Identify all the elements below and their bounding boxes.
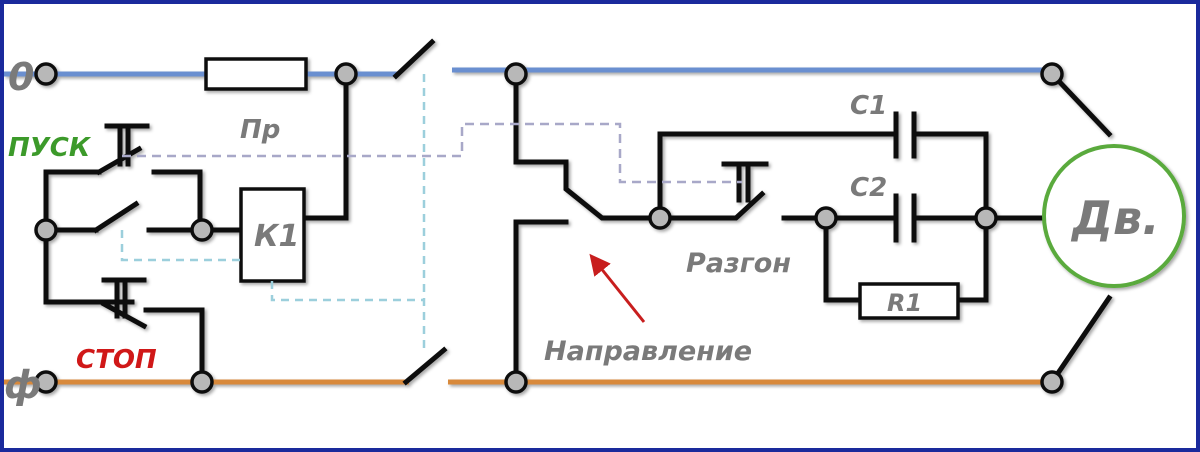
capacitor-c1-symbol bbox=[893, 111, 917, 159]
label-c1: С1 bbox=[850, 91, 887, 121]
node-zero-terminal bbox=[34, 62, 58, 86]
boost-top-wire bbox=[657, 131, 897, 221]
node-motor-bottom bbox=[1040, 370, 1064, 394]
wiring-diagram: 0 ф Пр ПУСК СТОП К1 Направление Разгон С… bbox=[4, 38, 1186, 407]
label-phase: ф bbox=[4, 363, 42, 407]
hold-contact-blade bbox=[92, 200, 140, 234]
label-start: ПУСК bbox=[8, 133, 92, 163]
node-neutral-right bbox=[504, 62, 528, 86]
start-link-dashed bbox=[122, 122, 742, 184]
boost-button-wire bbox=[657, 190, 766, 221]
c1-right-wire bbox=[913, 131, 989, 221]
stop-return-wire bbox=[143, 307, 205, 385]
start-button-symbol bbox=[104, 123, 150, 167]
motor-lead-top bbox=[1048, 70, 1113, 138]
label-zero: 0 bbox=[8, 55, 34, 99]
relay-link-dashed bbox=[120, 230, 241, 262]
direction-arrow bbox=[589, 253, 646, 323]
label-r1: R1 bbox=[887, 289, 922, 317]
direction-switch-lower bbox=[513, 219, 569, 385]
node-relay-in bbox=[190, 218, 214, 242]
node-cap-junction bbox=[974, 206, 998, 230]
motor-symbol bbox=[1042, 144, 1186, 288]
node-stop-return bbox=[190, 370, 214, 394]
stop-button-symbol bbox=[101, 277, 147, 319]
node-phase-right bbox=[504, 370, 528, 394]
relay-feed-wire bbox=[301, 71, 349, 221]
label-stop: СТОП bbox=[76, 345, 157, 375]
node-left-rail bbox=[34, 218, 58, 242]
label-boost: Разгон bbox=[686, 248, 791, 279]
node-motor-top bbox=[1040, 62, 1064, 86]
label-fuse: Пр bbox=[240, 115, 280, 145]
node-fuse-out bbox=[334, 62, 358, 86]
relay-output-dashed bbox=[270, 281, 424, 302]
label-direction: Направление bbox=[544, 336, 752, 367]
direction-switch-wire bbox=[513, 71, 663, 221]
start-top-return bbox=[151, 169, 203, 233]
motor-lead-bottom bbox=[1048, 294, 1113, 386]
node-phase-terminal bbox=[34, 370, 58, 394]
r1-loop-wire bbox=[823, 215, 989, 303]
node-boost-junction bbox=[648, 206, 672, 230]
fuse-symbol bbox=[204, 57, 308, 91]
node-c2-left bbox=[814, 206, 838, 230]
capacitor-c2-symbol bbox=[893, 193, 917, 243]
label-motor: Дв. bbox=[1070, 191, 1160, 245]
main-contact-top bbox=[392, 38, 436, 80]
main-contact-bottom bbox=[402, 346, 448, 386]
resistor-r1 bbox=[858, 282, 960, 320]
label-relay: К1 bbox=[254, 219, 299, 254]
relay-coil-k1 bbox=[239, 187, 306, 283]
label-c2: С2 bbox=[850, 173, 887, 203]
